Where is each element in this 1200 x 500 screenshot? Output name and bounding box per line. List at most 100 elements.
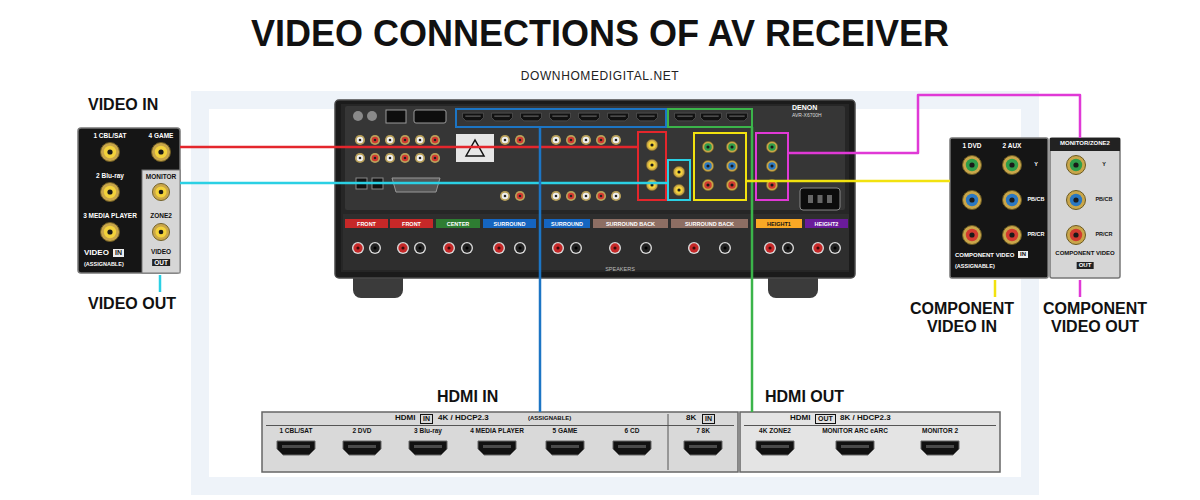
panel-label: 3 MEDIA PLAYER <box>83 212 137 219</box>
component-in-panel: 1 DVD2 AUXYPB/CBPR/CRCOMPONENT VIDEOIN(A… <box>950 138 1048 278</box>
hdmi-port <box>343 441 381 455</box>
component-jack <box>1067 191 1086 210</box>
binding-post <box>829 242 841 254</box>
audio-jack <box>515 191 525 201</box>
speaker-band <box>436 219 480 228</box>
callout-label: VIDEO IN <box>88 96 158 114</box>
video-out-section: MONITORZONE2VIDEOOUT <box>142 170 180 273</box>
speaker-terminal-area <box>343 214 849 270</box>
binding-post <box>493 242 505 254</box>
binding-post <box>764 242 776 254</box>
binding-post <box>461 242 473 254</box>
hdmi-input-port <box>492 113 513 121</box>
binding-post <box>443 242 455 254</box>
panel-label: PR/CR <box>1095 231 1112 237</box>
binding-post <box>414 242 426 254</box>
speaker-label: HEIGHT2 <box>815 221 839 227</box>
hdmi-output-port <box>701 113 722 121</box>
panel-label: 4 GAME <box>149 132 174 139</box>
video-out-highlight <box>668 160 690 200</box>
audio-jack <box>355 153 365 163</box>
panel-label: Y <box>1102 161 1106 167</box>
panel-label: IN <box>702 414 715 424</box>
leader-line <box>1079 280 1082 297</box>
signal-line <box>539 127 542 278</box>
hdmi-input-port <box>637 113 658 121</box>
panel-label: 5 GAME <box>553 427 578 434</box>
panel-label: IN <box>1018 251 1028 258</box>
component-out-panel: MONITOR/ZONE2YPB/CBPR/CRCOMPONENT VIDEOO… <box>1050 138 1120 278</box>
composite-jack <box>101 223 120 242</box>
composite-jack <box>152 183 169 200</box>
hdmi-input-port <box>521 113 542 121</box>
antenna-connector <box>353 111 363 121</box>
signal-line <box>788 152 855 155</box>
audio-jack <box>385 135 395 145</box>
signal-connector <box>539 278 542 412</box>
audio-jack <box>566 191 576 201</box>
component-jack <box>1003 191 1022 210</box>
leader-line <box>994 280 997 297</box>
panel-label: (ASSIGNABLE) <box>955 263 995 269</box>
composite-panel-plate <box>78 128 180 273</box>
signal-line <box>751 127 754 278</box>
hdmi-out-panel: HDMIOUT8K / HDCP2.34K ZONE2MONITOR ARC e… <box>740 412 1000 472</box>
binding-post <box>782 242 794 254</box>
binding-post <box>369 242 381 254</box>
rs232-port <box>392 178 440 192</box>
binding-post <box>719 242 731 254</box>
audio-jack <box>611 191 621 201</box>
panel-label: OUT <box>815 414 836 424</box>
panel-label: (ASSIGNABLE) <box>84 261 124 267</box>
audio-jack <box>415 135 425 145</box>
audio-jack <box>500 135 510 145</box>
video-in-highlight <box>638 132 666 200</box>
panel-label: MONITOR ARC eARC <box>822 427 888 434</box>
panel-label: 8K / HDCP2.3 <box>840 414 891 423</box>
speaker-band <box>390 219 433 228</box>
site-name: DOWNHOMEDIGITAL.NET <box>521 70 680 83</box>
panel-label: IN <box>113 249 124 257</box>
panel-label: 2 Blu-ray <box>96 172 124 179</box>
panel-label: 8K <box>686 414 696 423</box>
signal-connector <box>180 182 335 185</box>
audio-jack <box>581 191 591 201</box>
speaker-band <box>671 219 748 228</box>
panel-label: COMPONENT VIDEO <box>955 252 1014 259</box>
component-jack <box>702 141 713 152</box>
composite-jack <box>646 179 657 190</box>
speaker-label: FRONT <box>357 221 376 227</box>
component-out-highlight <box>756 133 788 200</box>
composite-jack <box>673 184 684 195</box>
power-inlet <box>800 188 840 210</box>
composite-jack <box>646 139 657 150</box>
speaker-label: SURROUND <box>494 221 526 227</box>
rear-panel <box>341 104 849 272</box>
binding-post <box>352 242 364 254</box>
panel-label: 4 MEDIA PLAYER <box>470 427 524 434</box>
panel-label: OUT <box>1077 262 1094 269</box>
composite-video-panel: 1 CBL/SAT4 GAME2 Blu-ray3 MEDIA PLAYERVI… <box>78 128 180 273</box>
av-receiver: DENONAVR-X6700H <box>335 100 855 278</box>
audio-jack <box>515 135 525 145</box>
connector-plate <box>345 106 845 210</box>
component-out-band <box>1050 138 1120 151</box>
section-divider <box>668 414 669 470</box>
leader-line <box>159 275 162 292</box>
audio-jack <box>581 135 591 145</box>
panel-label: PB/CB <box>1027 196 1044 202</box>
network-jack <box>386 110 406 123</box>
power-pin <box>818 195 823 203</box>
receiver-chassis <box>335 100 855 278</box>
binding-post <box>812 242 824 254</box>
composite-jack <box>646 159 657 170</box>
panel-label: COMPONENT VIDEO <box>1055 250 1114 257</box>
binding-post <box>397 242 409 254</box>
callout-label: VIDEO OUT <box>88 295 176 313</box>
binding-post <box>552 242 564 254</box>
diagram-title: VIDEO CONNECTIONS OF AV RECEIVER <box>0 14 1200 54</box>
binding-post <box>640 242 652 254</box>
panel-label: MONITOR <box>146 173 177 180</box>
component-jack <box>963 156 982 175</box>
panel-label: 4K / HDCP2.3 <box>438 414 489 423</box>
